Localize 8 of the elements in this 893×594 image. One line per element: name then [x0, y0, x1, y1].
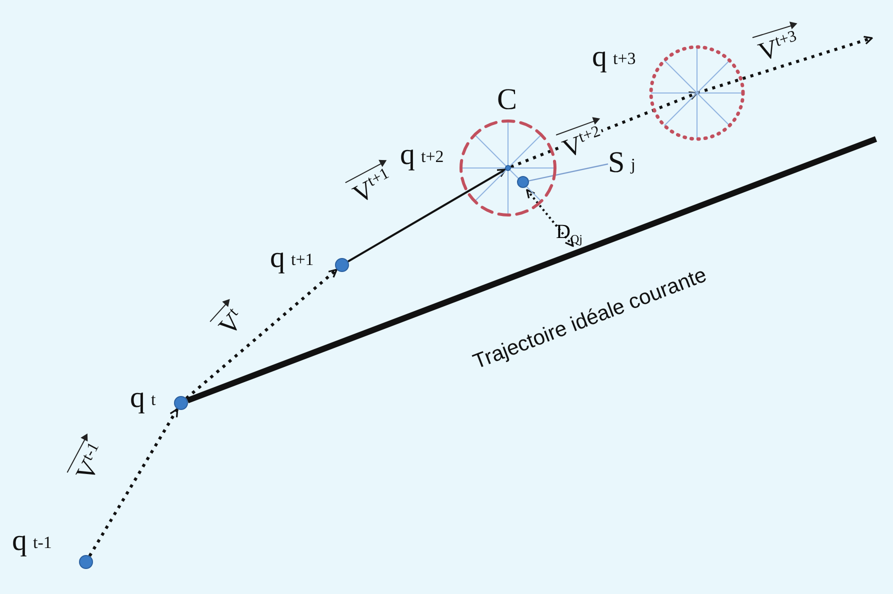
arrow — [348, 168, 506, 262]
leader-line — [528, 163, 608, 182]
arrow — [696, 36, 873, 94]
distance-label: D$_{Qj}$ — [556, 222, 582, 245]
trajectory-line — [186, 136, 878, 404]
arrow — [88, 408, 179, 557]
arrow — [185, 268, 338, 400]
point-label: C — [497, 85, 518, 115]
